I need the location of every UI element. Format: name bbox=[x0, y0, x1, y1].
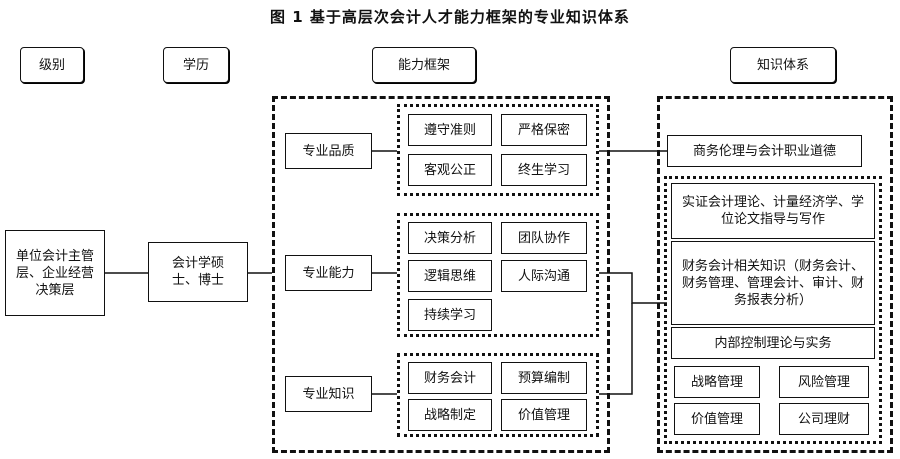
grid-item-risk: 风险管理 bbox=[779, 366, 869, 398]
grid-item-strategy: 战略管理 bbox=[674, 366, 760, 398]
framework-container bbox=[272, 96, 610, 453]
quality-item-1: 遵守准则 bbox=[408, 114, 492, 146]
category-quality: 专业品质 bbox=[285, 133, 372, 169]
knowledge-item-4: 价值管理 bbox=[501, 399, 587, 431]
control-box: 内部控制理论与实务 bbox=[671, 327, 875, 359]
ethics-box: 商务伦理与会计职业道德 bbox=[667, 135, 862, 167]
header-education: 学历 bbox=[163, 47, 229, 83]
level-box: 单位会计主管层、企业经营决策层 bbox=[5, 230, 105, 316]
ability-item-4: 人际沟通 bbox=[501, 260, 587, 292]
ability-item-3: 逻辑思维 bbox=[408, 260, 492, 292]
empirical-box: 实证会计理论、计量经济学、学位论文指导与写作 bbox=[671, 183, 875, 239]
knowledge-item-2: 预算编制 bbox=[501, 362, 587, 394]
ability-item-2: 团队协作 bbox=[501, 222, 587, 254]
figure-title: 图 1 基于高层次会计人才能力框架的专业知识体系 bbox=[270, 8, 630, 26]
grid-item-finance: 公司理财 bbox=[779, 403, 869, 435]
education-box: 会计学硕士、博士 bbox=[148, 242, 248, 302]
knowledge-list-group bbox=[664, 176, 882, 444]
quality-item-2: 严格保密 bbox=[501, 114, 587, 146]
header-level: 级别 bbox=[20, 47, 84, 83]
header-knowledge: 知识体系 bbox=[730, 47, 836, 83]
ability-item-5: 持续学习 bbox=[408, 299, 492, 331]
knowledge-group bbox=[397, 353, 599, 437]
category-knowledge: 专业知识 bbox=[285, 376, 372, 412]
ability-item-1: 决策分析 bbox=[408, 222, 492, 254]
quality-item-3: 客观公正 bbox=[408, 154, 492, 186]
header-framework: 能力框架 bbox=[372, 47, 476, 83]
quality-group bbox=[397, 104, 599, 196]
ability-group bbox=[397, 213, 599, 337]
line-ability-knowledge-system bbox=[599, 272, 667, 304]
line-knowledge-knowledge-system bbox=[599, 303, 633, 395]
category-ability: 专业能力 bbox=[285, 255, 372, 291]
knowledge-system-container bbox=[657, 96, 893, 453]
grid-item-value: 价值管理 bbox=[674, 403, 760, 435]
quality-item-4: 终生学习 bbox=[501, 154, 587, 186]
finance-box: 财务会计相关知识（财务会计、财务管理、管理会计、审计、财务报表分析） bbox=[671, 241, 875, 325]
knowledge-item-1: 财务会计 bbox=[408, 362, 492, 394]
knowledge-item-3: 战略制定 bbox=[408, 399, 492, 431]
